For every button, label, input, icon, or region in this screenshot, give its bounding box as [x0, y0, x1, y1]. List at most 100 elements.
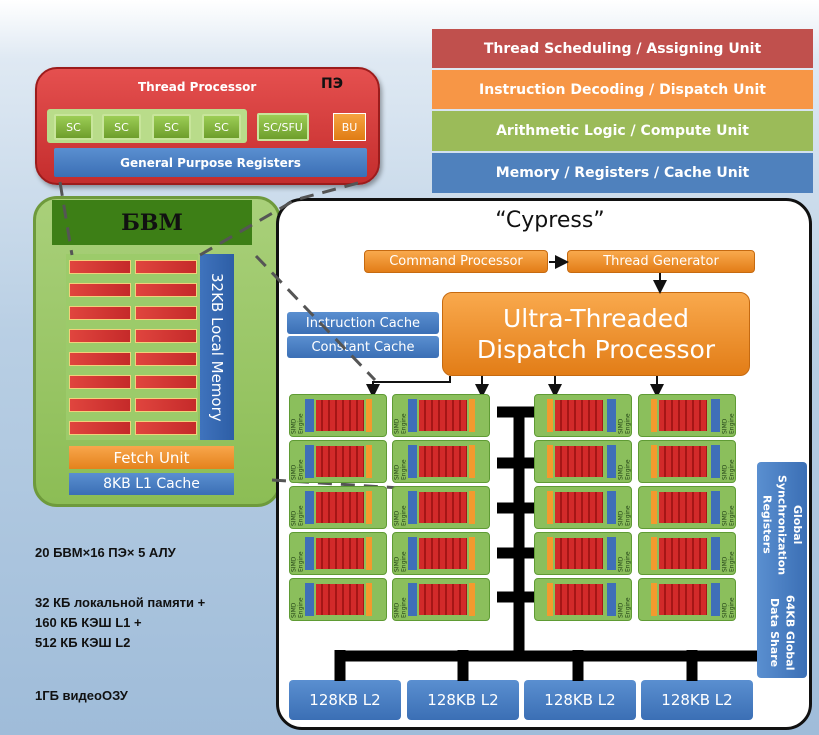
simd-engine: SIMD Engine: [289, 532, 387, 575]
simd-fetch-unit: [547, 491, 553, 524]
simd-engine-label: SIMD Engine: [721, 459, 736, 480]
simd-fetch-unit: [366, 537, 372, 570]
legend-label: Arithmetic Logic / Compute Unit: [496, 123, 749, 139]
simd-fetch-unit: [469, 537, 475, 570]
sc-core: SC: [152, 114, 191, 140]
mini-thread-processor: [135, 283, 197, 297]
simd-fetch-unit: [366, 583, 372, 616]
constant-cache: Constant Cache: [287, 336, 439, 358]
simd-local-memory: [408, 399, 417, 432]
mini-thread-processor: [135, 421, 197, 435]
simd-engine: SIMD Engine: [638, 486, 736, 529]
simd-stream-cores: [419, 446, 467, 477]
simd-engine-label: SIMD Engine: [721, 597, 736, 618]
legend-label: Thread Scheduling / Assigning Unit: [483, 40, 762, 57]
simd-stream-cores: [419, 538, 467, 569]
sc-sfu-core: SC/SFU: [257, 113, 309, 141]
simd-engine-label: SIMD Engine: [393, 597, 408, 618]
simd-engine-label: SIMD Engine: [290, 551, 305, 572]
general-purpose-registers: General Purpose Registers: [54, 148, 367, 177]
simd-fetch-unit: [547, 583, 553, 616]
dispatch-processor-title: Ultra-Threaded Dispatch Processor: [477, 303, 715, 366]
command-processor: Command Processor: [364, 250, 548, 273]
simd-engine-label: SIMD Engine: [721, 551, 736, 572]
simd-engine: SIMD Engine: [638, 394, 736, 437]
simd-engine: SIMD Engine: [638, 532, 736, 575]
simd-engine: SIMD Engine: [392, 440, 490, 483]
note-cores: 20 БВМ×16 ПЭ× 5 АЛУ: [35, 545, 176, 560]
mini-thread-processor: [69, 306, 131, 320]
simd-engine: SIMD Engine: [534, 440, 632, 483]
mini-thread-processor: [69, 260, 131, 274]
dispatch-line-1: Ultra-Threaded: [502, 303, 690, 333]
simd-fetch-unit: [469, 491, 475, 524]
simd-local-memory: [408, 445, 417, 478]
simd-engine: SIMD Engine: [392, 578, 490, 621]
legend-arithmetic-logic: Arithmetic Logic / Compute Unit: [432, 111, 813, 151]
mini-thread-processor: [69, 421, 131, 435]
simd-stream-cores: [659, 584, 707, 615]
l1-cache: 8KB L1 Cache: [69, 473, 234, 495]
simd-stream-cores: [419, 584, 467, 615]
simd-engine: SIMD Engine: [289, 440, 387, 483]
simd-engine-label: SIMD Engine: [393, 505, 408, 526]
mini-thread-processor: [135, 375, 197, 389]
simd-engine: SIMD Engine: [392, 486, 490, 529]
simd-engine-label: SIMD Engine: [617, 505, 632, 526]
simd-engine: SIMD Engine: [289, 578, 387, 621]
simd-fetch-unit: [547, 445, 553, 478]
simd-engine-label: SIMD Engine: [393, 413, 408, 434]
thread-processor-title: Thread Processor: [138, 80, 257, 94]
simd-fetch-unit: [469, 445, 475, 478]
simd-local-memory: [607, 537, 616, 570]
simd-stream-cores: [659, 492, 707, 523]
simd-fetch-unit: [651, 537, 657, 570]
simd-stream-cores: [555, 446, 603, 477]
simd-local-memory: [305, 491, 314, 524]
control-arrows: [366, 255, 667, 398]
mini-thread-processor: [135, 352, 197, 366]
simd-stream-cores: [555, 538, 603, 569]
simd-engine-label: SIMD Engine: [721, 505, 736, 526]
mini-thread-processor: [69, 375, 131, 389]
global-data-share-label: 64KB Global Data Share: [768, 595, 797, 671]
mini-thread-processor: [69, 283, 131, 297]
sc-core: SC: [202, 114, 241, 140]
simd-engine-label: SIMD Engine: [393, 459, 408, 480]
simd-local-memory: [305, 399, 314, 432]
note-memory: 32 КБ локальной памяти + 160 КБ КЭШ L1 +…: [35, 595, 206, 651]
simd-local-memory: [711, 491, 720, 524]
simd-fetch-unit: [651, 491, 657, 524]
simd-local-memory: [607, 583, 616, 616]
simd-local-memory: [305, 537, 314, 570]
branch-unit: BU: [333, 113, 366, 141]
simd-engine-label: SIMD Engine: [617, 413, 632, 434]
l2-cache: 128KB L2: [289, 680, 401, 720]
note-video-ram: 1ГБ видеоОЗУ: [35, 688, 128, 703]
simd-stream-cores: [659, 400, 707, 431]
simd-engine-label: SIMD Engine: [721, 413, 736, 434]
simd-fetch-unit: [469, 583, 475, 616]
mini-thread-processor: [69, 352, 131, 366]
simd-stream-cores: [419, 400, 467, 431]
simd-fetch-unit: [651, 399, 657, 432]
simd-engine: SIMD Engine: [534, 394, 632, 437]
simd-local-memory: [711, 537, 720, 570]
simd-engine-label: SIMD Engine: [290, 413, 305, 434]
simd-local-memory: [607, 491, 616, 524]
simd-fetch-unit: [547, 399, 553, 432]
simd-fetch-unit: [366, 399, 372, 432]
simd-stream-cores: [555, 492, 603, 523]
sc-core: SC: [54, 114, 93, 140]
simd-local-memory: [607, 445, 616, 478]
simd-engine-label: SIMD Engine: [393, 551, 408, 572]
simd-engine-label: SIMD Engine: [617, 597, 632, 618]
simd-engine: SIMD Engine: [289, 486, 387, 529]
simd-engine: SIMD Engine: [289, 394, 387, 437]
l2-cache: 128KB L2: [641, 680, 753, 720]
legend-memory-registers: Memory / Registers / Cache Unit: [432, 153, 813, 193]
mini-thread-processor: [69, 398, 131, 412]
mini-thread-processor: [135, 260, 197, 274]
simd-local-memory: [408, 491, 417, 524]
